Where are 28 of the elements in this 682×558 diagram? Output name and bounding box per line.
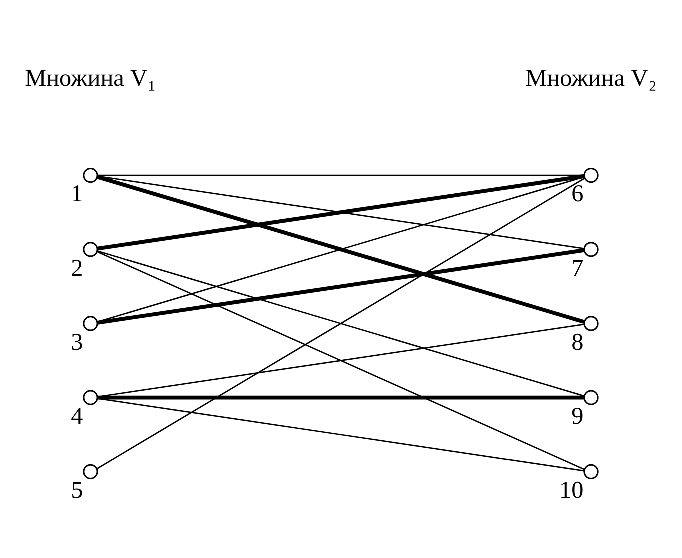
connector — [96, 177, 586, 470]
node-label: 6 — [572, 180, 584, 208]
node-circle — [83, 464, 98, 479]
node-circle — [83, 242, 98, 257]
node-circle — [83, 167, 98, 183]
node-circle — [584, 390, 599, 405]
node-circle — [584, 464, 599, 479]
connector — [98, 397, 584, 472]
connector — [98, 250, 584, 396]
label: Множина V₁ — [25, 64, 156, 92]
node-circle — [83, 316, 98, 331]
node-circle — [584, 316, 599, 331]
node-label: 8 — [572, 328, 584, 356]
connector — [98, 395, 584, 400]
node-label: 5 — [71, 476, 84, 504]
node-label: 1 — [71, 180, 84, 208]
node-circle — [83, 390, 98, 405]
connector — [98, 248, 584, 324]
node-label: 3 — [71, 328, 84, 356]
node-label: 4 — [71, 402, 84, 430]
node-label: 7 — [572, 254, 584, 282]
node-label: 2 — [71, 254, 84, 282]
node-label: 9 — [572, 402, 584, 430]
node-label: 10 — [560, 476, 584, 504]
connector — [98, 251, 584, 470]
label: Множина V₂ — [526, 64, 657, 92]
node-circle — [584, 167, 599, 183]
node-circle — [584, 242, 599, 257]
